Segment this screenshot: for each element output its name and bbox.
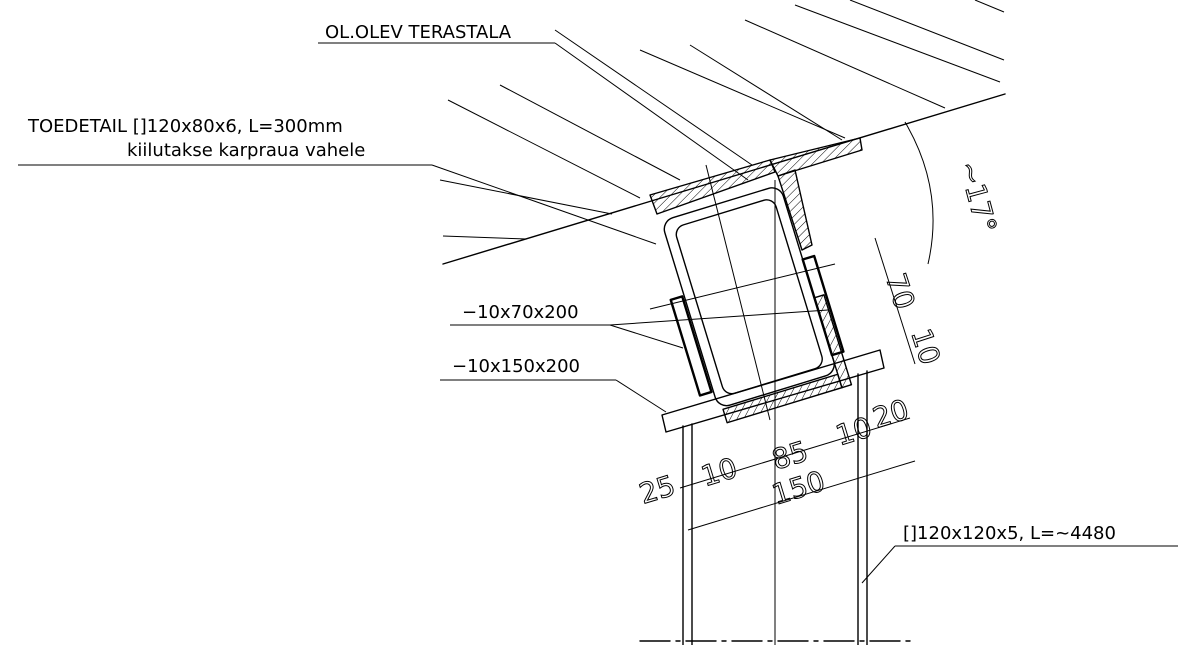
flange-left — [649, 159, 776, 215]
inclined-beam — [439, 0, 1006, 265]
support-box-section — [663, 187, 853, 424]
angle-arc — [904, 121, 934, 265]
support-label-line2: kiilutakse karpraua vahele — [127, 140, 365, 161]
dim-10-top: 10 — [832, 410, 876, 452]
beam-leader — [554, 42, 749, 181]
beam-flange-section — [649, 137, 863, 251]
plate-base-leader — [615, 379, 667, 413]
beam-hatch-line — [794, 4, 1001, 83]
beam-hatch-line — [447, 99, 641, 199]
beam-hatch-line — [439, 179, 613, 215]
beam-hatch-line — [689, 44, 843, 141]
column-leader — [861, 545, 896, 584]
dim-10-left: 10 — [697, 451, 741, 493]
support-label-line1: TOEDETAIL []120x80x6, L=300mm — [27, 116, 343, 137]
flange-right-tip — [769, 137, 863, 177]
base-plate-outline — [661, 349, 885, 433]
dim-right-vertical — [874, 237, 916, 365]
beam-hatch-line — [639, 49, 846, 139]
flange-web — [777, 169, 813, 251]
beam-hatch-line — [442, 235, 528, 240]
plate-small-label: −10x70x200 — [462, 302, 579, 323]
small-plate-left — [669, 295, 713, 397]
dimension-lines — [679, 121, 934, 531]
box-outer — [663, 187, 835, 407]
plate-base-label: −10x150x200 — [452, 356, 580, 377]
weld-right — [813, 294, 853, 389]
plate-small-leader-2 — [609, 309, 829, 326]
beam-hatch-line — [974, 0, 1005, 13]
base-plate — [661, 349, 885, 433]
column-label: []120x120x5, L=~4480 — [903, 523, 1116, 544]
angle-dimension: ~17° — [952, 157, 1003, 236]
leaders — [18, 42, 1178, 584]
support-leader — [431, 164, 657, 245]
dim-70: 70 — [879, 269, 921, 313]
beam-hatch-line — [499, 84, 681, 181]
plate-centerline — [649, 263, 836, 310]
column — [639, 180, 911, 645]
dim-25: 25 — [635, 469, 679, 511]
plate-small-leader — [609, 324, 684, 349]
beam-hatch-line — [744, 19, 946, 109]
box-centerline — [705, 164, 771, 421]
beam-hatch-line — [554, 29, 753, 166]
dim-10-right: 10 — [904, 325, 946, 369]
beam-label: OL.OLEV TERASTALA — [325, 22, 512, 43]
dim-150 — [687, 460, 916, 531]
beam-hatch-line — [849, 0, 1005, 61]
dim-top-row — [679, 417, 911, 489]
